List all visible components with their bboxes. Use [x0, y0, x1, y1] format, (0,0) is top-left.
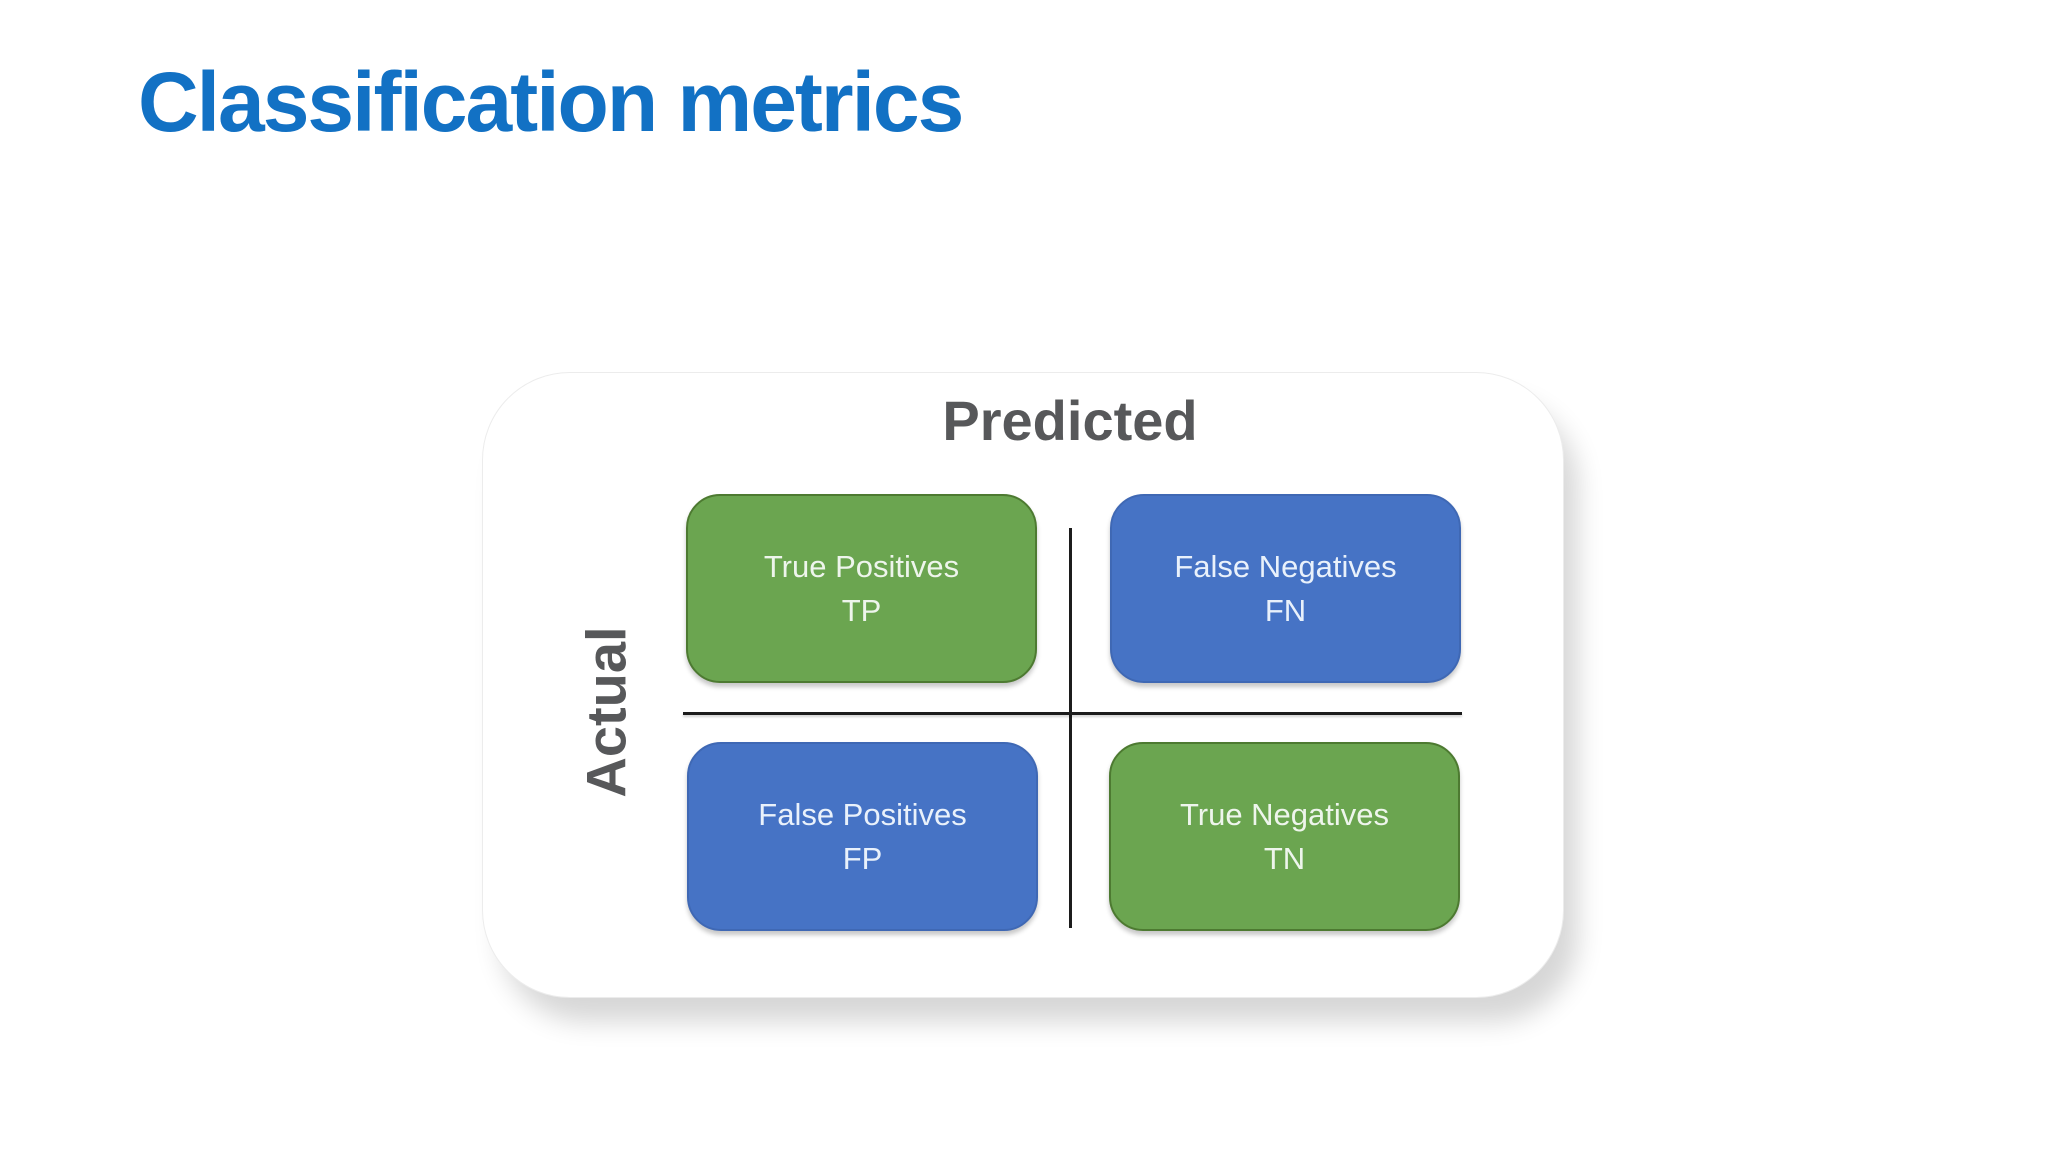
cell-false-negatives: False Negatives FN — [1110, 494, 1461, 683]
cell-abbreviation: TP — [841, 592, 882, 628]
cell-label: False Positives — [758, 796, 967, 832]
cell-true-positives: True Positives TP — [686, 494, 1037, 683]
matrix-vertical-divider — [1069, 528, 1072, 928]
cell-abbreviation: TN — [1263, 840, 1306, 876]
cell-label: True Negatives — [1179, 796, 1390, 832]
cell-abbreviation: FN — [1264, 592, 1307, 628]
cell-label: False Negatives — [1174, 548, 1397, 584]
cell-label: True Positives — [763, 548, 960, 584]
slide-title: Classification metrics — [138, 55, 964, 149]
actual-axis-label: Actual — [574, 626, 638, 798]
cell-true-negatives: True Negatives TN — [1109, 742, 1460, 931]
matrix-horizontal-divider — [683, 712, 1462, 715]
cell-abbreviation: FP — [842, 840, 883, 876]
predicted-axis-label: Predicted — [942, 389, 1198, 452]
cell-false-positives: False Positives FP — [687, 742, 1038, 931]
